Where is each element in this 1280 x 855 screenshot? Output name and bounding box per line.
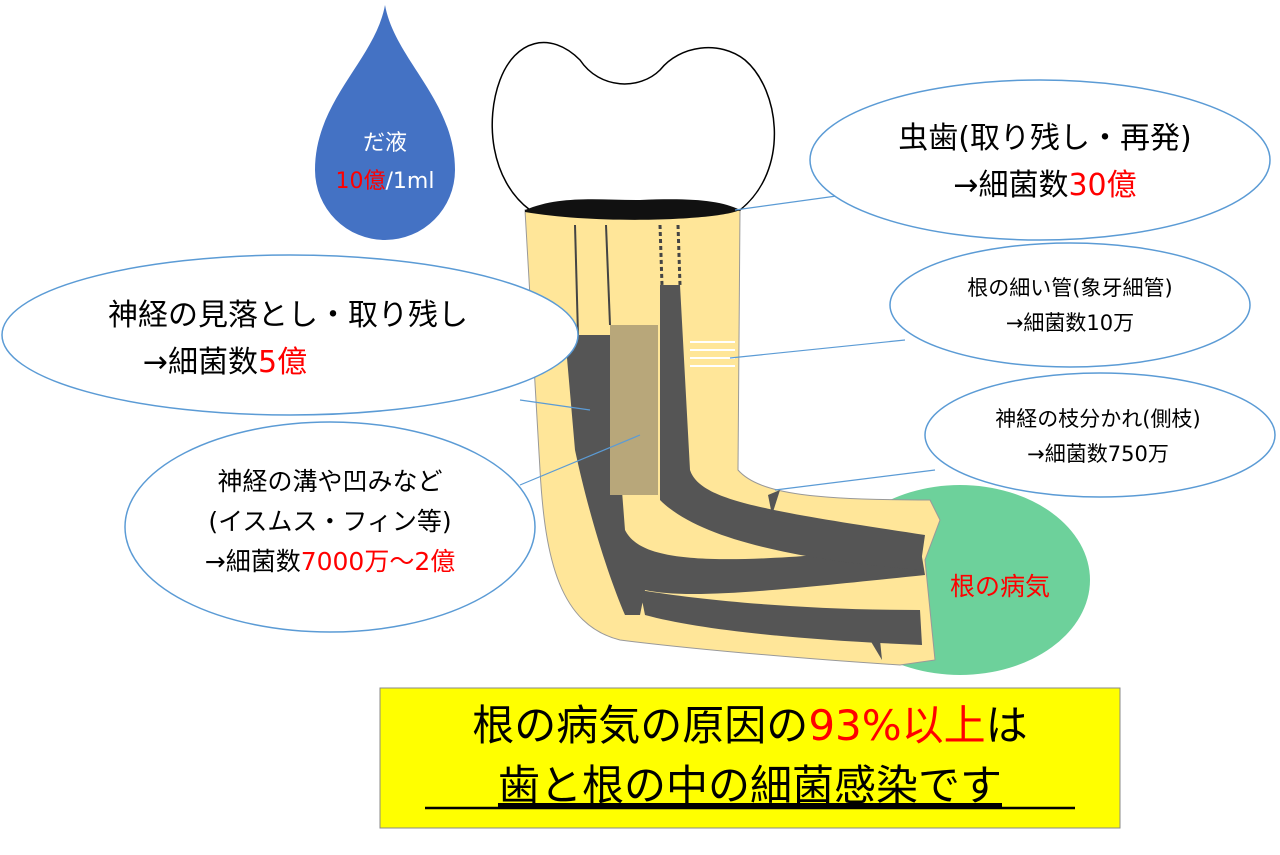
callout-missed-count: →細菌数5億 (143, 345, 307, 380)
callout-lateral (924, 372, 1276, 498)
root-canal (660, 285, 925, 570)
callout-missed-text: 神経の見落とし・取り残し (108, 298, 468, 333)
callout-isthmus-text: 神経の溝や凹みなど (217, 467, 442, 496)
lesion-label: 根の病気 (950, 572, 1050, 601)
callout-tubules-count: →細菌数10万 (1006, 311, 1134, 335)
callout-caries-text: 虫歯(取り残し・再発) (898, 121, 1191, 156)
isthmus-area (610, 325, 658, 495)
saliva-count: 10億/1ml (336, 169, 435, 194)
callout-tubules (889, 242, 1251, 368)
caries (525, 199, 740, 220)
callout-lateral-text: 神経の枝分かれ(側枝) (995, 407, 1200, 431)
summary-line-1: 根の病気の原因の93%以上は (472, 701, 1027, 750)
saliva-drop (315, 5, 455, 240)
callout-lateral-count: →細菌数750万 (1027, 442, 1169, 466)
callout-caries (809, 79, 1271, 241)
saliva-label: だ液 (363, 131, 407, 156)
lateral-canal (768, 490, 780, 515)
callout-isthmus-sub: (イスムス・フィン等) (208, 507, 451, 536)
callout-missed (1, 254, 579, 416)
summary-line-2: 歯と根の中の細菌感染です (498, 761, 1002, 810)
root-canal (640, 590, 922, 645)
callout-isthmus-count: →細菌数7000万～2億 (205, 547, 455, 576)
dentinal-tubules (690, 341, 735, 367)
callout-caries-count: →細菌数30億 (953, 168, 1136, 203)
lateral-canal (870, 640, 882, 660)
root-canal (565, 335, 925, 615)
tooth-crown (491, 41, 776, 211)
summary-banner (379, 687, 1121, 829)
callout-tubules-text: 根の細い管(象牙細管) (967, 276, 1172, 300)
callout-isthmus (124, 421, 536, 633)
